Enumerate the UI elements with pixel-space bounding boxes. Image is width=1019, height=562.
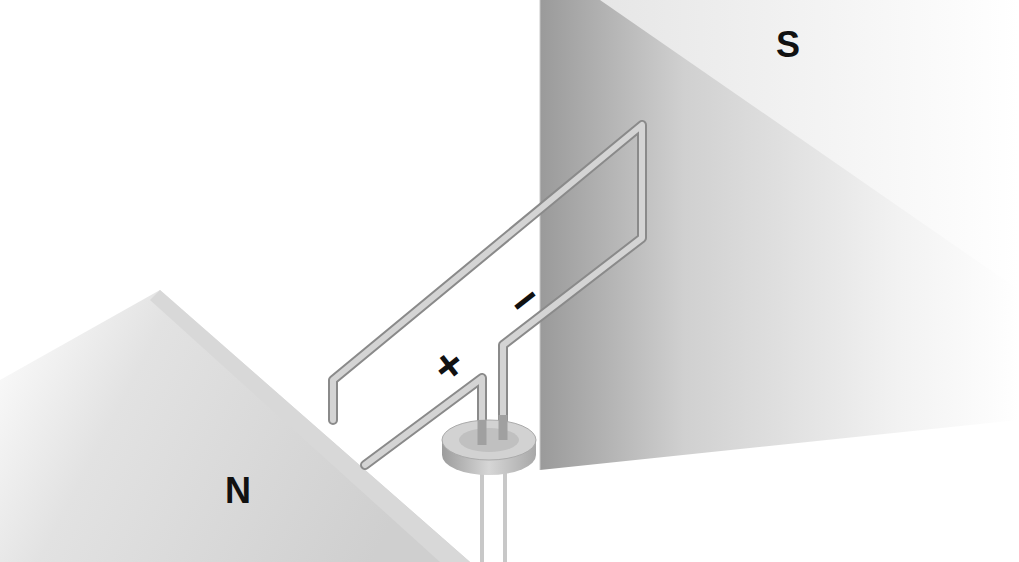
- wire-loop: [333, 125, 642, 465]
- commutator: [442, 415, 536, 562]
- polarity-sign: +: [423, 339, 472, 392]
- s-magnet: [540, 0, 1019, 470]
- pole-label: N: [225, 473, 251, 509]
- pole-label: S: [776, 27, 800, 63]
